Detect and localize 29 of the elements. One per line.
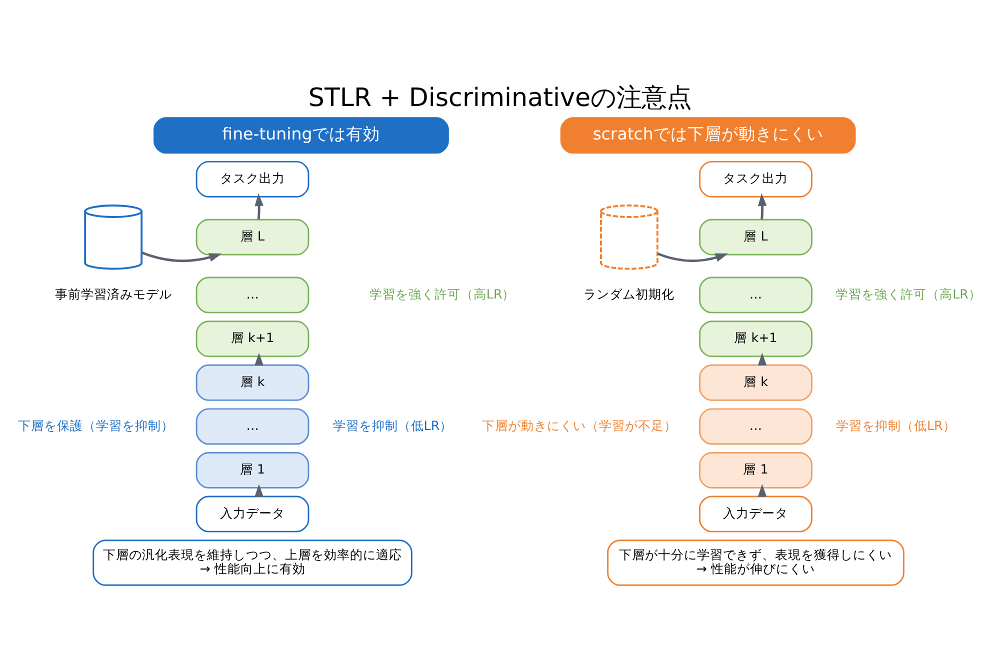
- node-box: 層 k+1: [196, 320, 310, 358]
- node-box: 層 L: [196, 218, 310, 256]
- label: 学習を抑制（低LR）: [836, 418, 956, 433]
- node-label: 事前学習済みモデル: [54, 286, 172, 302]
- node-box: 層 1: [196, 452, 310, 488]
- node-box: 層 k+1: [699, 320, 812, 358]
- node-box: …: [699, 276, 812, 314]
- label: 学習を強く許可（高LR）: [836, 286, 982, 302]
- node-box: タスク出力: [699, 160, 812, 198]
- node-box: …: [196, 276, 310, 314]
- label: 学習を抑制（低LR）: [332, 418, 453, 433]
- node-box: 下層の汎化表現を維持しつつ、上層を効率的に適応 → 性能向上に有効: [92, 540, 412, 586]
- node-box: 下層が十分に学習できず、表現を獲得しにくい → 性能が伸びにくい: [607, 540, 904, 586]
- label: 下層が動きにくい（学習が不足）: [482, 418, 678, 433]
- node-box: …: [196, 408, 310, 445]
- arrow: [657, 252, 728, 262]
- diagram-title: STLR + Discriminativeの注意点: [308, 83, 692, 112]
- label: 下層を保護（学習を抑制）: [18, 418, 174, 433]
- node-box: 層 L: [699, 218, 812, 256]
- node-box: …: [699, 408, 812, 445]
- label: 学習を強く許可（高LR）: [369, 286, 516, 302]
- node-box: 層 1: [699, 452, 812, 488]
- node-box: タスク出力: [196, 160, 310, 198]
- node-label: ランダム初期化: [584, 286, 675, 302]
- node-box: scratchでは下層が動きにくい: [560, 117, 856, 154]
- node-box: fine-tuningでは有効: [154, 117, 449, 154]
- arrow: [758, 193, 767, 220]
- arrow: [141, 251, 222, 262]
- arrow: [254, 193, 264, 220]
